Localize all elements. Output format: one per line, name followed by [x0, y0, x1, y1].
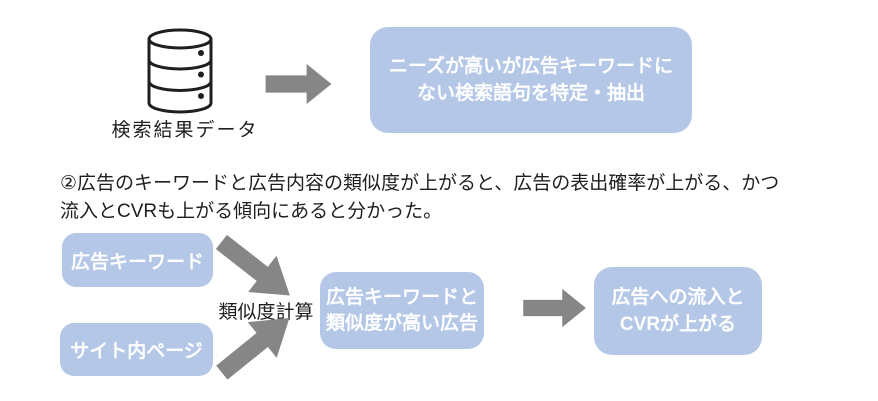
database-label: 検索結果データ: [111, 120, 259, 141]
top-result-box: ニーズが高いが広告キーワードに ない検索語句を特定・抽出: [370, 27, 692, 133]
database-icon: [147, 28, 213, 114]
arrow-right-icon: [523, 288, 586, 328]
input-box-site-pages: サイト内ページ: [60, 323, 213, 376]
similarity-calc-label: 類似度計算: [218, 302, 314, 323]
bottom-result-box: 広告への流入と CVRが上がる: [594, 267, 762, 355]
input-box-ad-keywords: 広告キーワード: [62, 233, 213, 287]
arrow-down-right-icon: [215, 234, 290, 296]
finding-paragraph: ②広告のキーワードと広告内容の類似度が上がると、広告の表出確率が上がる、かつ 流…: [60, 173, 780, 222]
arrow-right-icon: [265, 63, 332, 105]
arrow-up-right-icon: [216, 317, 290, 380]
similar-ads-box: 広告キーワードと 類似度が高い広告: [320, 272, 484, 349]
